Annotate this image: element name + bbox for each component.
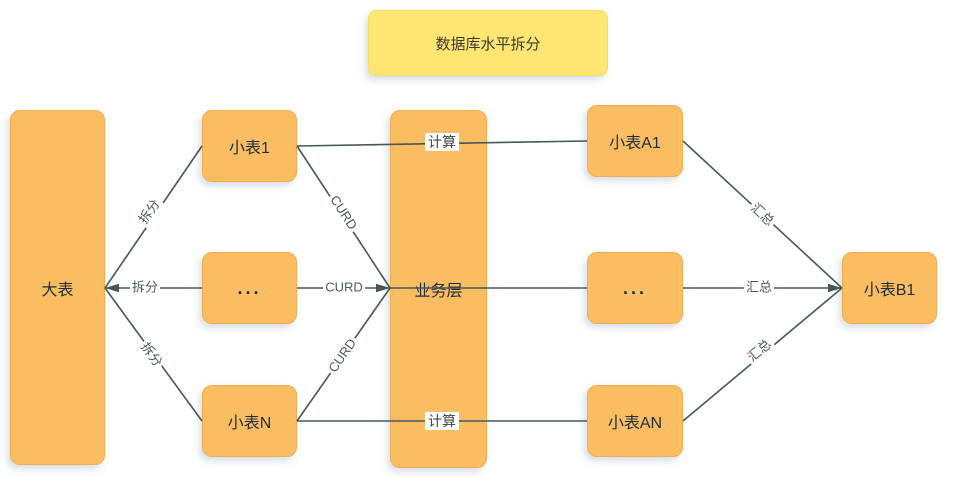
node-small-table-b1[interactable]: 小表B1 — [842, 252, 937, 324]
edge-label-split-mid: 拆分 — [129, 279, 161, 296]
node-label: 小表N — [227, 415, 272, 432]
edge-label-curd-bottom: CURD — [324, 334, 362, 378]
node-left-ellipsis[interactable]: ... — [202, 252, 297, 324]
node-label: 数据库水平拆分 — [435, 35, 541, 53]
arrowhead-small-table-b1-icon — [828, 283, 842, 293]
node-label: 小表B1 — [863, 282, 916, 299]
node-big-table[interactable]: 大表 — [10, 110, 105, 465]
edge-label-split-top: 拆分 — [135, 195, 165, 229]
edge-label-compute-bottom: 计算 — [425, 411, 459, 431]
node-label: ... — [237, 277, 262, 298]
edge-label-aggregate-mid: 汇总 — [743, 279, 775, 296]
node-label: 小表AN — [607, 415, 663, 432]
edge-label-split-bottom: 拆分 — [136, 338, 166, 372]
node-label: ... — [622, 277, 647, 298]
edge-label-compute-top: 计算 — [425, 132, 459, 152]
node-small-table-a1[interactable]: 小表A1 — [587, 105, 683, 177]
node-right-ellipsis[interactable]: ... — [587, 252, 683, 324]
edge-label-curd-mid: CURD — [323, 279, 365, 296]
node-title[interactable]: 数据库水平拆分 — [368, 10, 608, 76]
arrowhead-left-icon — [105, 283, 119, 293]
node-small-table-an[interactable]: 小表AN — [587, 385, 683, 457]
edge-label-curd-top: CURD — [325, 191, 361, 235]
node-label: 大表 — [41, 281, 74, 299]
arrowhead-business-layer-icon — [376, 283, 390, 293]
edge-label-aggregate-top: 汇总 — [745, 199, 779, 231]
node-small-table-1[interactable]: 小表1 — [202, 110, 297, 182]
edge-label-aggregate-bottom: 汇总 — [743, 335, 777, 367]
node-label: 小表A1 — [609, 135, 661, 152]
node-label: 业务层 — [414, 283, 463, 300]
node-label: 小表1 — [229, 140, 270, 157]
node-small-table-n[interactable]: 小表N — [202, 385, 297, 457]
